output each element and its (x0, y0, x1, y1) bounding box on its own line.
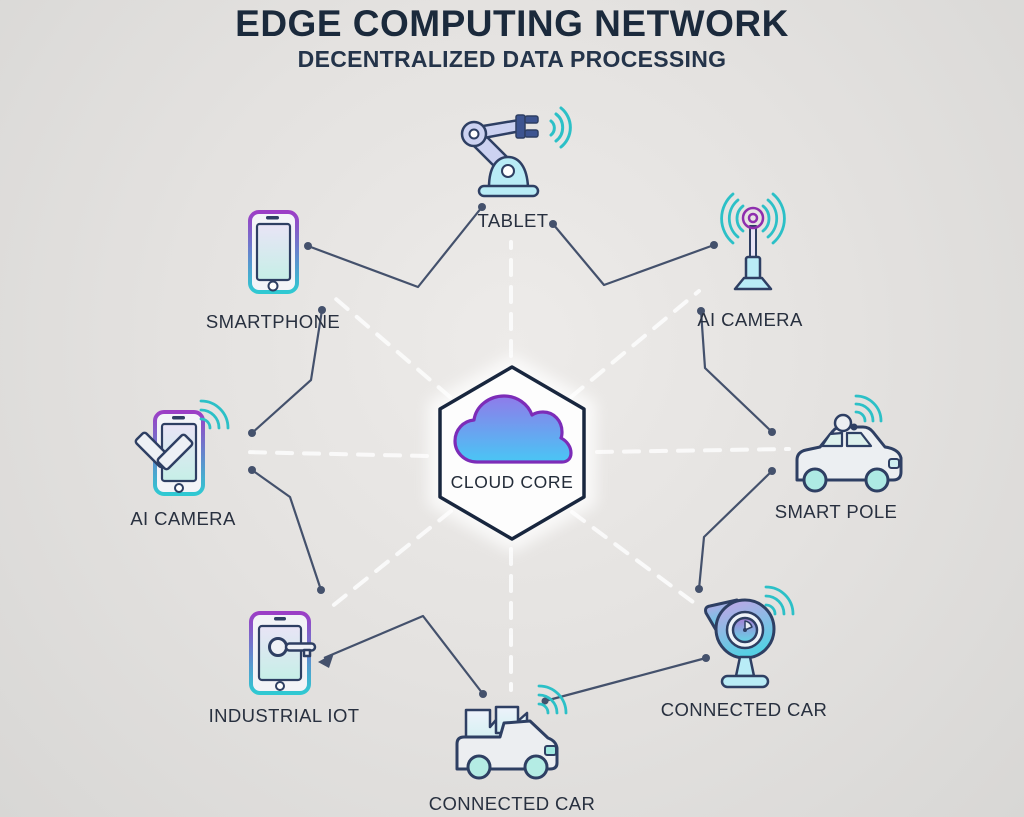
signal-tower-icon (720, 192, 786, 291)
node-label-tablet: TABLET (477, 210, 549, 231)
dashed-link-right (595, 447, 791, 454)
dashed-link-up-right (569, 289, 701, 399)
wifi-icon (854, 394, 883, 423)
wifi-icon (537, 684, 568, 715)
page-subtitle: DECENTRALIZED DATA PROCESSING (297, 46, 727, 72)
key-icon (268, 637, 317, 658)
node-label-ai-camera-left: AI CAMERA (130, 508, 236, 529)
node-label-connected-car-bottom: CONNECTED CAR (428, 793, 596, 814)
smartphone-icon (248, 210, 299, 294)
dashed-link-down-right (570, 510, 699, 607)
link-tower-car (699, 310, 773, 433)
node-label-smartphone: SMARTPHONE (205, 311, 341, 332)
node-label-industrial-iot: INDUSTRIAL IOT (208, 705, 360, 726)
ai-mark-icon (134, 431, 194, 471)
link-robot-tower (552, 223, 715, 287)
device-links (251, 206, 773, 703)
dashed-cloud-links (240, 240, 791, 692)
arrowhead (318, 653, 334, 668)
dashed-link-down-left (328, 509, 453, 610)
node-label-ai-camera-top-right: AI CAMERA (697, 309, 803, 330)
link-camera-truck (544, 656, 707, 703)
signal-waves-icon (720, 192, 786, 245)
link-car-camera (697, 470, 773, 590)
link-smartphone-robot (307, 206, 483, 289)
node-label-smart-pole: SMART POLE (774, 501, 898, 522)
node-label-connected-car-right: CONNECTED CAR (660, 699, 828, 720)
truck-icon (455, 684, 568, 780)
page-title: EDGE COMPUTING NETWORK (235, 3, 789, 44)
wifi-icon (549, 106, 572, 149)
dashed-link-left (240, 450, 429, 458)
gripper (515, 114, 539, 139)
car-icon (795, 394, 903, 493)
robot-arm-icon (460, 106, 572, 198)
link-truck-tablet (323, 614, 484, 695)
cloud-core-label: CLOUD CORE (450, 472, 574, 492)
wifi-icon (764, 585, 795, 616)
cloud-icon (453, 394, 573, 464)
link-phone-smartphone (251, 309, 324, 434)
wifi-icon (199, 399, 230, 430)
smartphone-ai-icon (134, 399, 230, 496)
tablet-key-icon (249, 611, 317, 695)
security-camera-icon (704, 585, 795, 689)
device-link-dots (248, 203, 776, 705)
cloud-core (428, 354, 596, 553)
dashed-link-up-left (327, 291, 452, 399)
link-tablet-phone (251, 469, 323, 591)
